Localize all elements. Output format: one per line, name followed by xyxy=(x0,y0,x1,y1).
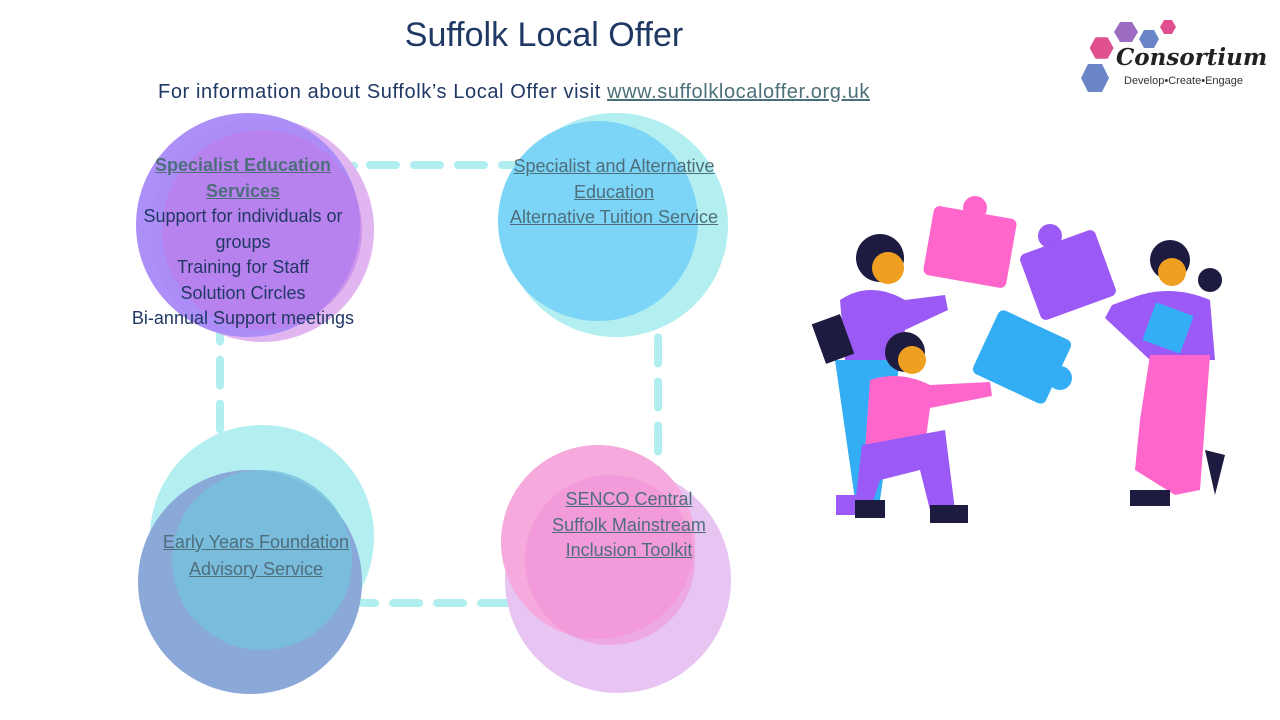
subtitle-text: For information about Suffolk’s Local Of… xyxy=(158,81,608,103)
inclusion-toolkit-link-line-1[interactable]: Suffolk Mainstream xyxy=(552,514,706,535)
logo-tagline: Develop•Create•Engage xyxy=(1124,75,1244,87)
ses-link-line-2[interactable]: Services xyxy=(205,180,281,201)
circle-bl-overlap xyxy=(172,470,352,650)
puzzle-piece-pink xyxy=(923,206,1017,288)
puzzle-team-illustration xyxy=(811,196,1225,523)
consortium-logo: Consortium Develop•Create•Engage xyxy=(1080,18,1280,96)
puzzle-piece-blue xyxy=(972,310,1072,404)
specialist-alternative-text: Specialist and Alternative Education Alt… xyxy=(484,154,744,231)
subtitle: For information about Suffolk’s Local Of… xyxy=(158,81,870,104)
early-years-link-line-1[interactable]: Early Years Foundation xyxy=(162,532,350,552)
hexagon-logo-icon xyxy=(1081,20,1176,92)
ses-line: Bi-annual Support meetings xyxy=(131,308,355,328)
sae-link-line-1[interactable]: Specialist and Alternative xyxy=(513,156,715,176)
sae-link-line-2[interactable]: Education xyxy=(573,181,655,202)
senco-text: SENCO Central Suffolk Mainstream Inclusi… xyxy=(499,487,759,564)
specialist-education-services-text: Specialist Education Services Support fo… xyxy=(113,153,373,332)
ses-line: Support for individuals or xyxy=(143,206,343,226)
logo-wordmark: Consortium xyxy=(1116,44,1268,71)
puzzle-piece-purple xyxy=(1020,230,1116,320)
alternative-tuition-link[interactable]: Alternative Tuition Service xyxy=(509,207,719,227)
page-title: Suffolk Local Offer xyxy=(404,16,684,54)
senco-central-link[interactable]: SENCO Central xyxy=(565,489,693,509)
ses-line: Solution Circles xyxy=(180,282,306,303)
local-offer-link[interactable]: www.suffolklocaloffer.org.uk xyxy=(607,81,870,103)
circle-tl-overlap xyxy=(162,130,362,330)
early-years-text: Early Years Foundation Advisory Service xyxy=(126,529,386,583)
dashed-connector-ring xyxy=(216,161,662,607)
ses-link-line-1[interactable]: Specialist Education xyxy=(154,155,332,175)
inclusion-toolkit-link-line-2[interactable]: Inclusion Toolkit xyxy=(565,540,693,560)
early-years-link-line-2[interactable]: Advisory Service xyxy=(188,559,324,579)
ses-line: groups xyxy=(215,231,271,252)
ses-line: Training for Staff xyxy=(176,257,310,277)
circle-br-overlap xyxy=(525,475,695,645)
circle-tr-front xyxy=(498,121,698,321)
